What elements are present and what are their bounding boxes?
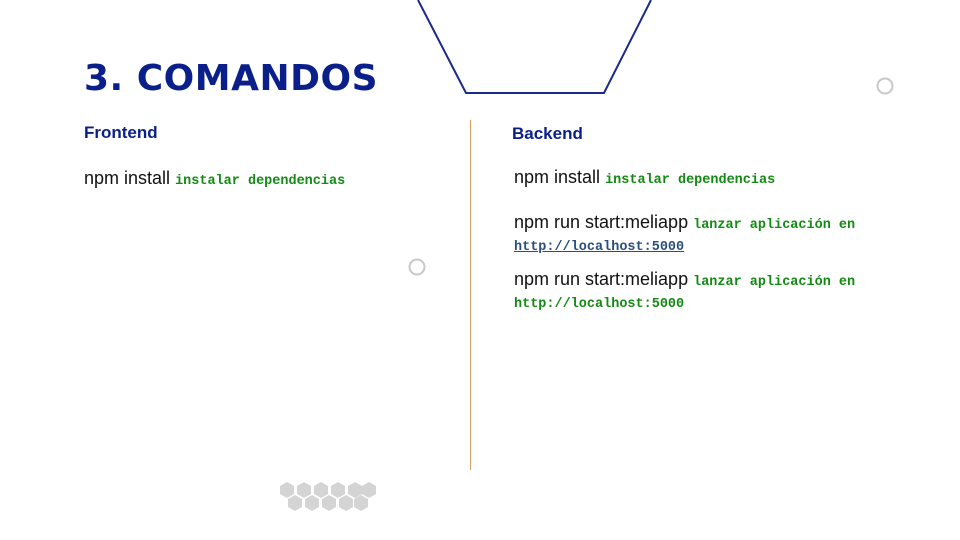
slide-title: 3. COMANDOS [84,58,379,99]
frontend-command-install: npm install instalar dependencias [84,169,454,191]
localhost-url-text: http://localhost:5000 [514,297,685,312]
command-text: npm run start:meliapp [514,212,689,232]
hexagon-cluster [280,482,376,511]
command-description: lanzar aplicación en [693,218,856,233]
backend-command-start-1: npm run start:meliapp lanzar aplicación … [514,213,884,257]
backend-command-start-2: npm run start:meliapp lanzar aplicación … [514,270,884,314]
command-text: npm install [84,168,171,188]
ring-icon-right [876,77,894,95]
command-description: lanzar aplicación en [693,275,856,290]
frontend-heading: Frontend [84,123,158,142]
backend-command-install: npm install instalar dependencias [514,168,884,190]
ring-icon-center [408,258,426,276]
command-text: npm run start:meliapp [514,269,689,289]
column-divider [470,120,471,470]
backend-heading: Backend [512,124,583,143]
trapezoid-shape [417,0,652,94]
localhost-link[interactable]: http://localhost:5000 [514,240,685,255]
command-description: instalar dependencias [605,173,776,188]
command-text: npm install [514,167,601,187]
command-description: instalar dependencias [175,174,346,189]
